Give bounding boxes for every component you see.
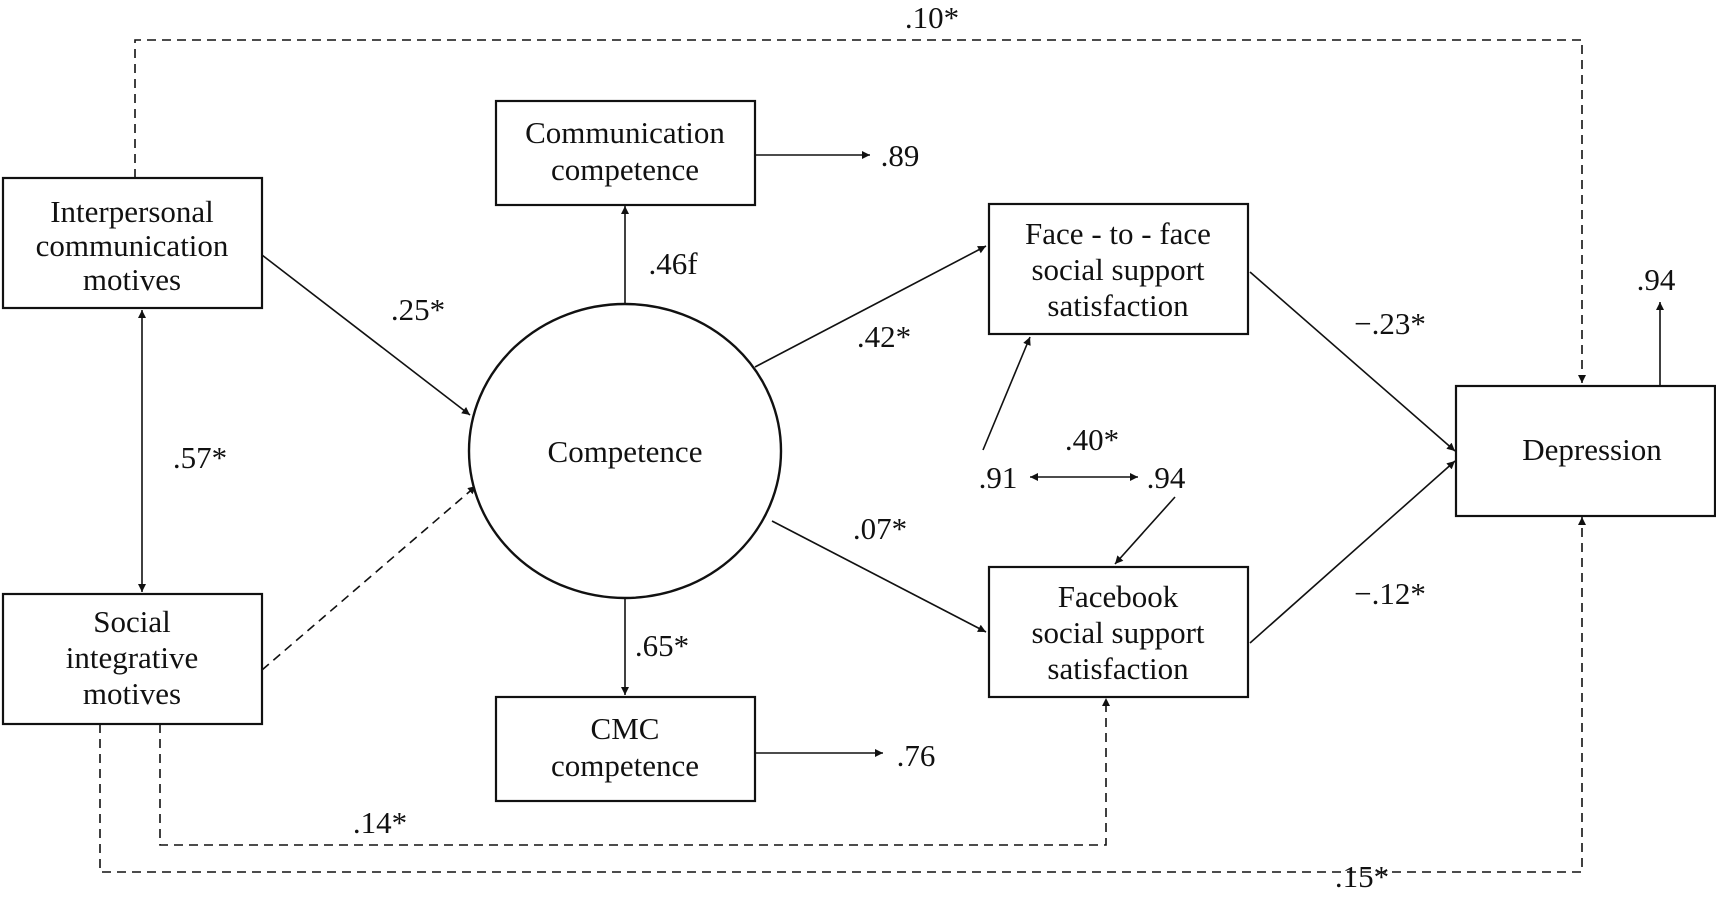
coef-competence-communication: .46f — [648, 246, 698, 281]
node-label-line: Social — [93, 604, 171, 639]
path-social-facebook — [159, 698, 1110, 846]
node-label-line: Competence — [548, 434, 703, 469]
node-label-line: competence — [551, 152, 699, 187]
node-label-line: Facebook — [1058, 579, 1179, 614]
node-competence: Competence — [467, 302, 783, 600]
node-label-line: social support — [1031, 252, 1204, 287]
path-face-depression — [1249, 271, 1456, 452]
node-social-integrative-motives: Social integrative motives — [1, 592, 264, 726]
node-cmc-competence: CMC competence — [494, 695, 757, 803]
coef-facebook-error: .94 — [1147, 460, 1186, 495]
path-interpersonal-depression — [134, 39, 1586, 383]
coef-competence-cmc: .65* — [635, 628, 689, 663]
path-facebook-error — [1114, 496, 1176, 565]
node-label-line: Interpersonal — [50, 194, 214, 229]
path-competence-facebook — [771, 520, 987, 633]
node-face-to-face-satisfaction: Face - to - face social support satisfac… — [987, 202, 1250, 336]
coef-social-depression: .15* — [1335, 859, 1389, 894]
coef-depression-error: .94 — [1637, 262, 1676, 297]
coef-social-facebook: .14* — [353, 805, 407, 840]
path-social-depression — [99, 517, 1586, 873]
coef-face-depression: −.23* — [1354, 306, 1426, 341]
node-depression: Depression — [1454, 384, 1716, 518]
node-label-line: Face - to - face — [1025, 216, 1211, 251]
path-facebook-depression — [1249, 460, 1456, 644]
coef-interpersonal-competence: .25* — [391, 292, 445, 327]
node-label-line: integrative — [66, 640, 199, 675]
node-label-line: satisfaction — [1047, 651, 1189, 686]
node-label-line: motives — [83, 262, 181, 297]
node-label-line: Communication — [525, 115, 725, 150]
path-competence-face — [754, 245, 987, 368]
node-label-line: CMC — [591, 711, 660, 746]
coef-cmc-error: .76 — [897, 738, 936, 773]
coef-face-error: .91 — [979, 460, 1018, 495]
coef-errors-correlation: .40* — [1065, 422, 1119, 457]
node-label-line: satisfaction — [1047, 288, 1189, 323]
node-label-line: motives — [83, 676, 181, 711]
node-interpersonal-motives: Interpersonal communication motives — [1, 176, 264, 310]
coef-interpersonal-depression: .10* — [905, 0, 959, 35]
coef-facebook-depression: −.12* — [1354, 576, 1426, 611]
coef-competence-face: .42* — [857, 319, 911, 354]
node-label-line: communication — [36, 228, 229, 263]
node-label-line: competence — [551, 748, 699, 783]
coef-competence-facebook: .07* — [853, 511, 907, 546]
coef-communication-error: .89 — [881, 138, 920, 173]
node-label-line: social support — [1031, 615, 1204, 650]
node-label-line: Depression — [1522, 432, 1662, 467]
coef-motives-correlation: .57* — [173, 440, 227, 475]
path-social-competence — [261, 485, 477, 671]
path-interpersonal-competence — [261, 254, 471, 416]
node-facebook-satisfaction: Facebook social support satisfaction — [987, 565, 1250, 699]
path-face-error — [982, 336, 1031, 451]
node-communication-competence: Communication competence — [494, 99, 757, 207]
